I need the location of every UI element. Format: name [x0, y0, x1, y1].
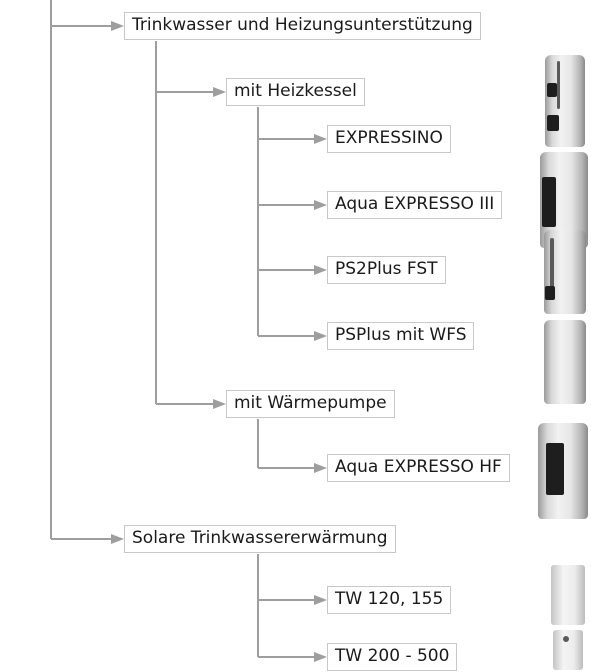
tank-image-psplus-mit-wfs: [544, 320, 586, 404]
tank-image-ps2plus-fst: [544, 230, 586, 314]
tank-image-expressino: [545, 55, 585, 147]
node-solare-trinkwassererwaermung: Solare Trinkwassererwärmung: [124, 525, 396, 553]
node-aqua-expresso-hf: Aqua EXPRESSO HF: [327, 454, 510, 482]
node-tw-200-500: TW 200 - 500: [327, 643, 458, 671]
tank-image-tw-120-155: [551, 565, 585, 625]
node-mit-waermepumpe: mit Wärmepumpe: [226, 390, 395, 418]
tank-image-tw-200-500: [553, 630, 583, 670]
node-aqua-expresso-iii: Aqua EXPRESSO III: [327, 191, 503, 219]
node-expressino: EXPRESSINO: [327, 125, 451, 153]
node-trinkwasser-heizungsunterstuetzung: Trinkwasser und Heizungsunterstützung: [124, 12, 481, 40]
node-ps2plus-fst: PS2Plus FST: [327, 256, 446, 284]
node-psplus-mit-wfs: PSPlus mit WFS: [327, 322, 475, 350]
tank-image-aqua-expresso-hf: [538, 423, 588, 519]
node-tw-120-155: TW 120, 155: [327, 586, 452, 614]
node-mit-heizkessel: mit Heizkessel: [226, 78, 365, 106]
